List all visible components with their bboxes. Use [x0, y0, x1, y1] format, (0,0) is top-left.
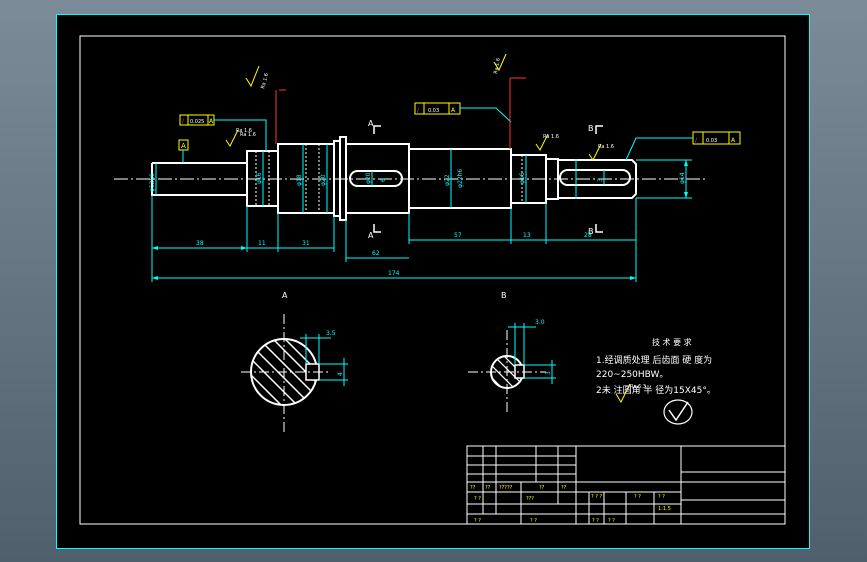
drawing-sheet: 38 11 31 62 57 13 28 174 φ12k6 φ16 φ18 φ… — [56, 14, 810, 549]
svg-text:A: A — [209, 118, 214, 125]
title-cell-11: ? ? — [474, 518, 481, 524]
dim-seg5-len: 57 — [454, 232, 462, 239]
roughness-5: Ra 1.6 — [598, 144, 614, 150]
datum-a[interactable]: A — [178, 139, 189, 163]
sheet-border — [56, 14, 810, 549]
svg-text:A: A — [731, 137, 736, 144]
dim-right-len: 28 — [584, 232, 592, 239]
section-b-depth: 3 — [545, 371, 552, 375]
shaft-main-view — [114, 136, 708, 221]
roughness-1: Ra 1.6 — [236, 128, 252, 134]
drawing-frame — [79, 35, 786, 525]
section-view-b: 3.0 3 — [468, 319, 556, 412]
svg-text:/: / — [695, 137, 698, 144]
dim-d1: φ16 — [256, 172, 263, 184]
svg-text:A: A — [181, 142, 186, 150]
roughness-notes: Ra 6.3 — [630, 384, 646, 390]
dim-seg3-len: 31 — [302, 240, 310, 247]
keyway-1 — [349, 170, 403, 187]
gdt-frame-3[interactable]: / 0.03 A — [625, 131, 741, 161]
svg-text:A: A — [451, 107, 456, 114]
section-marker-b-bottom: B — [588, 227, 594, 236]
tech-req-title: 技 术 要 求 — [652, 337, 692, 347]
title-cell-8: ? ? ? — [591, 494, 602, 500]
dimension-lines — [151, 144, 692, 282]
dim-d3: φ20 — [320, 174, 327, 186]
tech-req-line2: 220~250HBW。 — [596, 370, 668, 380]
dim-d6: φ22h6 — [457, 169, 464, 188]
dim-left-len: 38 — [196, 240, 204, 247]
dim-d5: φ22 — [444, 174, 451, 186]
roughness-2: Ra 1.6 — [260, 73, 270, 90]
keyway-2 — [559, 169, 631, 186]
dim-d7: φ16 — [519, 172, 526, 184]
section-title-b: B — [501, 291, 507, 300]
svg-text:0.03: 0.03 — [428, 108, 439, 114]
title-cell-4: ?? — [539, 485, 545, 491]
svg-text:0.03: 0.03 — [706, 138, 717, 144]
title-cell-6: ? ? — [474, 496, 481, 502]
tech-req-line1: 1.经调质处理 后齿面 硬 度为 — [596, 354, 712, 366]
title-cell-5: ?? — [561, 485, 567, 491]
section-marker-a-top: A — [368, 119, 374, 128]
section-marker-b-top: B — [588, 124, 594, 133]
dim-keyway1: 6 — [380, 178, 387, 182]
roughness-6: Ra 1.6 — [240, 132, 256, 138]
svg-text:/: / — [417, 107, 420, 114]
svg-text:0.025: 0.025 — [190, 119, 204, 125]
dim-left-dia: φ12k6 — [149, 173, 156, 192]
title-cell-1: ?? — [470, 485, 476, 491]
dim-d2: φ18 — [296, 174, 303, 186]
dim-d4: φ20 — [365, 172, 372, 184]
roughness-3: Ra 1.6 — [493, 58, 502, 75]
title-cell-14: ? ? — [592, 518, 599, 524]
gdt-frame-1[interactable]: / 0.025 A — [179, 114, 267, 151]
section-marker-a-bottom: A — [368, 231, 374, 240]
title-cell-2: ?? — [485, 485, 491, 491]
title-cell-15: ? ? — [608, 518, 615, 524]
section-title-a: A — [282, 291, 288, 300]
dim-total-len: 174 — [388, 270, 400, 277]
title-block — [466, 445, 786, 525]
gdt-frame-2[interactable]: / 0.03 A — [414, 102, 512, 123]
title-cell-7: ??? — [526, 496, 534, 502]
dim-keyway2: 3 — [597, 178, 604, 182]
title-cell-3: ????? — [499, 485, 513, 491]
technical-requirements: 技 术 要 求 1.经调质处理 后齿面 硬 度为 220~250HBW。 2未 … — [596, 337, 716, 396]
title-cell-12: ? ? — [530, 518, 537, 524]
roughness-4: Ra 1.6 — [543, 134, 559, 140]
dim-d8: φ14 — [679, 172, 686, 184]
title-cell-9: ? ? — [634, 494, 641, 500]
section-a-depth: 4 — [337, 372, 344, 376]
tech-req-line3: 2未 注圆角 半 径为15X45°。 — [596, 384, 716, 396]
title-cell-10: ? ? — [658, 494, 665, 500]
drawing-canvas: 38 11 31 62 57 13 28 174 φ12k6 φ16 φ18 φ… — [56, 14, 810, 549]
dim-seg6-len: 13 — [523, 232, 531, 239]
title-cell-13: 1:1.5 — [658, 506, 671, 512]
overall-roughness-symbol — [663, 399, 693, 425]
section-a-width: 3.5 — [326, 330, 336, 337]
dim-mid-len: 62 — [372, 250, 380, 257]
dim-seg2-len: 11 — [258, 240, 266, 247]
section-b-width: 3.0 — [535, 319, 545, 326]
svg-text:/: / — [182, 118, 185, 125]
section-view-a: 3.5 4 — [241, 314, 348, 432]
